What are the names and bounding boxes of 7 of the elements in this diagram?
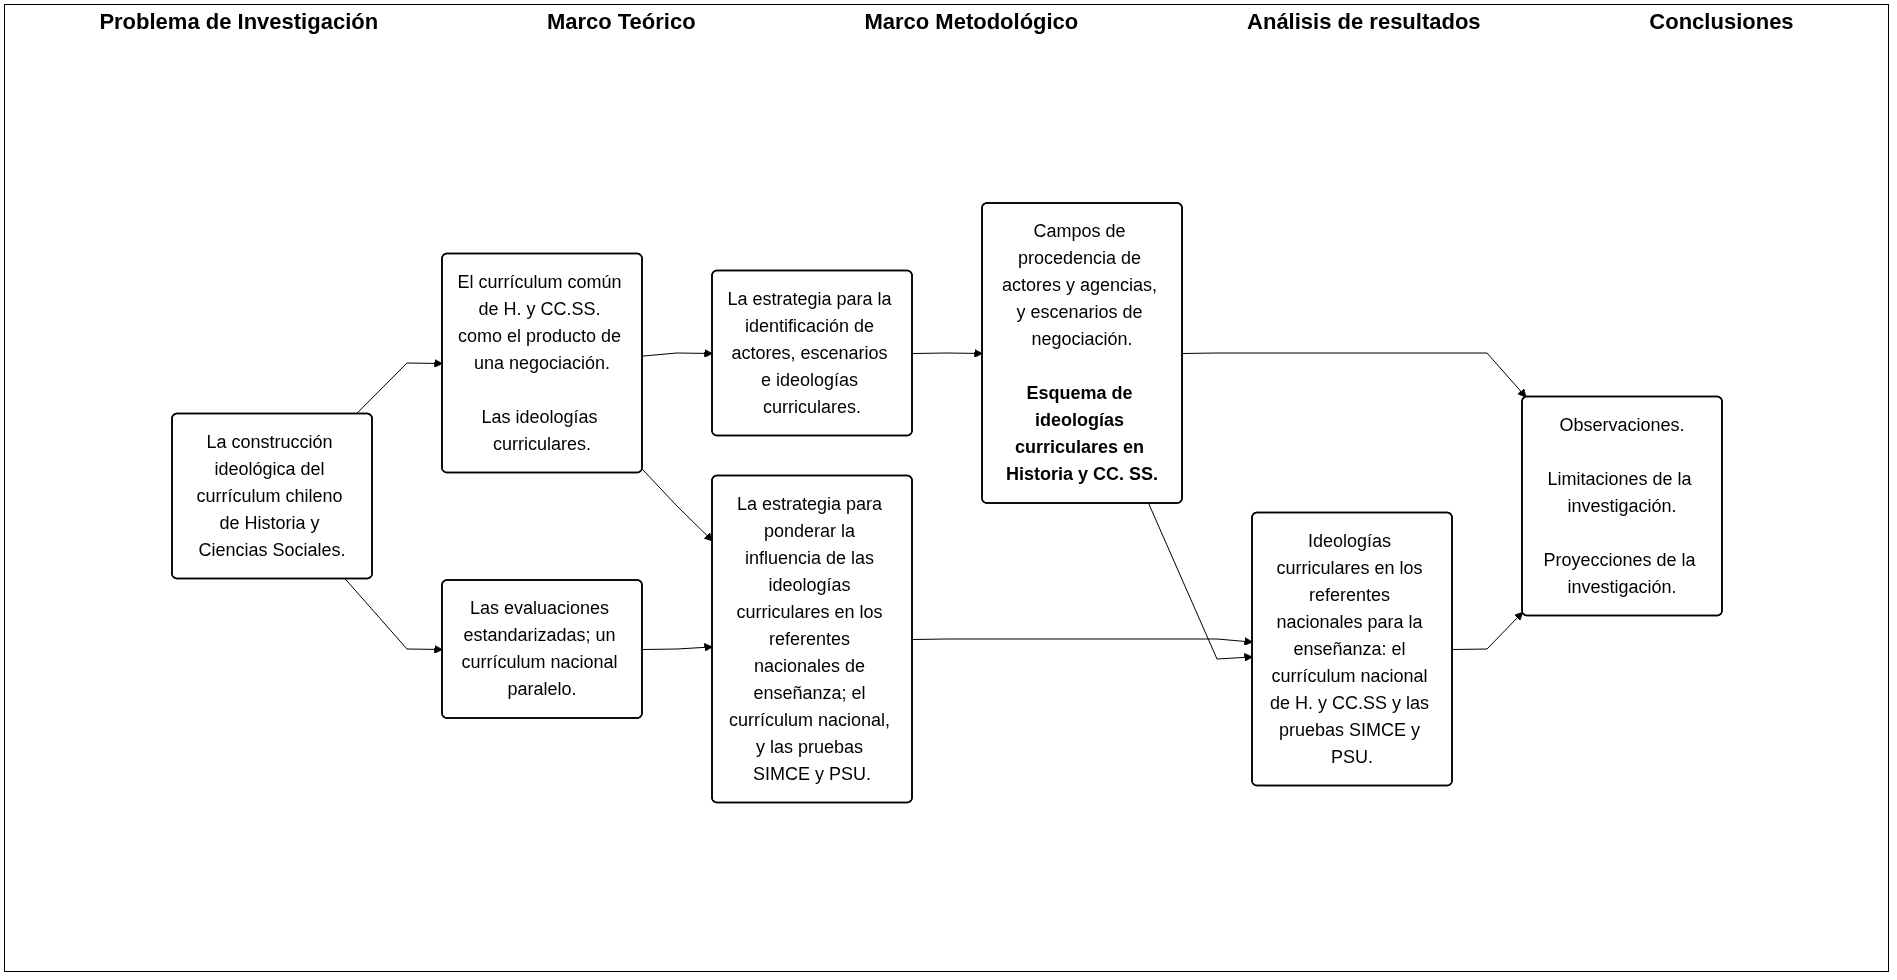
column-heading: Problema de Investigación	[99, 9, 379, 35]
column-heading: Marco Teórico	[546, 9, 696, 35]
arrow	[1451, 612, 1523, 651]
column-heading: Conclusiones	[1649, 9, 1794, 35]
column-heading: Análisis de resultados	[1247, 9, 1481, 35]
frame-border: Problema de Investigación Marco Teórico Marco Metodológico Análisis de resultados Conclusiones La construcción ideológica del currículum chileno de Historia y Ciencias Sociales. El currículum común de H. y CC.SS. como el producto de una negociación. Las ideologías curriculares. Las evaluaciones estandarizadas; un currículum nacional paralelo. La estrategia para la identificación de actores, escenarios e ideologías curriculares. La estrategia para ponderar la influencia de las ideologías curriculares en los referentes nacionales de enseñanza; el currículum nacional, y las pruebas SIMCE y PSU. Campos de procedencia de actores y agencias, y escenarios de negociación. Esquema de ideologías curriculares en Historia y CC. SS. Ideologías curriculares en los referentes nacionales para la enseñanza: el currículum nacional de H. y CC.SS y las pruebas SIMCE y PSU. Observaciones. Limitaciones de la investigación. Proyecciones de la investigación.	[4, 4, 1889, 972]
column-heading: Marco Metodológico	[864, 9, 1079, 35]
